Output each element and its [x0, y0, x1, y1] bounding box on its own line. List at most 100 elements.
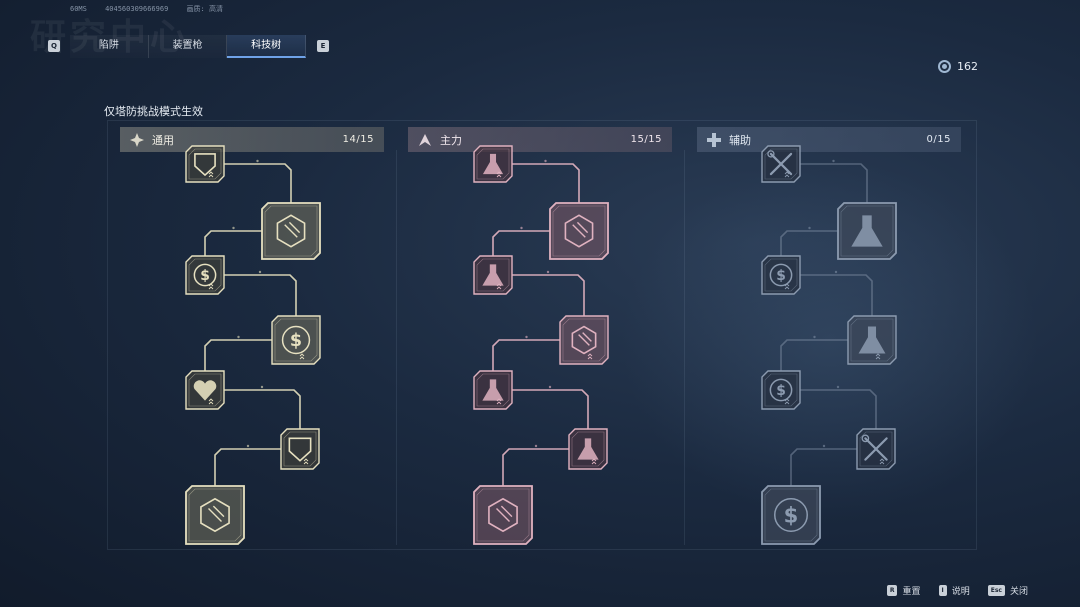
reset-key: R: [886, 585, 898, 596]
level-chevron-icon: [208, 171, 214, 178]
level-chevron-icon: [303, 458, 309, 465]
tech-node-hex[interactable]: [559, 315, 609, 365]
tech-node-flask[interactable]: [837, 202, 897, 260]
column-title: 主力: [440, 133, 462, 147]
tab-traps[interactable]: 陷阱: [70, 35, 149, 58]
connector-marker: [822, 444, 826, 448]
prev-tab-key[interactable]: Q: [48, 40, 60, 52]
tech-node-heart[interactable]: [185, 370, 225, 410]
level-chevron-icon: [879, 458, 885, 465]
tech-node-wrench[interactable]: [856, 428, 896, 470]
reset-action[interactable]: R 重置: [886, 584, 921, 597]
currency-amount: 162: [957, 60, 978, 73]
level-chevron-icon: [784, 171, 790, 178]
column-progress: 14/15: [342, 134, 374, 145]
reset-label: 重置: [902, 587, 921, 597]
tree-connector: [224, 163, 292, 203]
level-chevron-icon: [208, 283, 214, 290]
tech-node-flask[interactable]: [473, 145, 513, 183]
tech-node-core[interactable]: [473, 485, 533, 545]
column-header-general: 通用 14/15: [120, 127, 384, 152]
tree-connector: [512, 389, 589, 429]
connector-marker: [808, 226, 811, 230]
close-key: Esc: [987, 585, 1005, 596]
column-progress: 15/15: [630, 134, 662, 145]
connector-marker: [246, 444, 250, 448]
tree-connector: [224, 389, 301, 429]
connector-marker: [546, 270, 550, 274]
tech-node-core[interactable]: [185, 485, 245, 545]
connector-marker: [520, 226, 523, 230]
tree-connector: [204, 339, 272, 371]
column-header-support: 辅助 0/15: [697, 127, 961, 152]
debug-quality: 画质: 高清: [186, 5, 223, 13]
tech-node-coin-arrow[interactable]: $: [761, 370, 801, 410]
help-key: I: [938, 585, 947, 596]
connector-marker: [256, 159, 259, 163]
next-tab-key[interactable]: E: [317, 40, 329, 52]
connector-marker: [237, 335, 240, 339]
tab-bar: 陷阱 装置枪 科技树: [70, 35, 307, 58]
connector-marker: [832, 159, 835, 163]
svg-text:$: $: [776, 383, 786, 399]
tech-node-wrench[interactable]: [761, 145, 801, 183]
tech-node-flask[interactable]: [473, 370, 513, 410]
plus-icon: [707, 132, 721, 147]
column-divider: [396, 150, 397, 545]
tree-connector: [800, 389, 877, 429]
tech-node-flask[interactable]: [568, 428, 608, 470]
tech-node-hex[interactable]: [549, 202, 609, 260]
connector-marker: [836, 385, 840, 389]
connector-marker: [834, 270, 838, 274]
triangle-icon: [419, 133, 431, 146]
level-chevron-icon: [784, 283, 790, 290]
tree-connector: [780, 230, 838, 256]
tree-connector: [492, 339, 560, 371]
tree-connector: [512, 163, 580, 203]
level-chevron-icon: [299, 353, 305, 360]
coin-icon: [938, 60, 951, 73]
tech-node-coin[interactable]: $: [761, 255, 801, 295]
tech-node-coin-arrow[interactable]: $: [271, 315, 321, 365]
tab-tech-tree[interactable]: 科技树: [227, 35, 307, 58]
connector-marker: [534, 444, 538, 448]
column-progress: 0/15: [926, 134, 951, 145]
column-header-main: 主力 15/15: [408, 127, 672, 152]
tree-connector: [492, 230, 550, 256]
tech-node-shield[interactable]: [280, 428, 320, 470]
tree-connector: [204, 230, 262, 256]
tree-connector: [224, 274, 297, 316]
level-chevron-icon: [587, 353, 593, 360]
connector-marker: [548, 385, 552, 389]
connector-marker: [232, 226, 235, 230]
tab-device-gun[interactable]: 装置枪: [148, 35, 228, 58]
column-title: 通用: [152, 133, 174, 147]
tree-connector: [502, 448, 569, 486]
svg-text:$: $: [200, 268, 210, 284]
help-action[interactable]: I 说明: [938, 584, 970, 597]
column-title: 辅助: [729, 133, 751, 147]
close-action[interactable]: Esc 关闭: [987, 584, 1028, 597]
debug-uid: 404560309666969: [105, 5, 169, 13]
level-chevron-icon: [496, 398, 502, 405]
tree-connector: [790, 448, 857, 486]
tech-node-coin[interactable]: $: [185, 255, 225, 295]
tech-node-coin[interactable]: $: [761, 485, 821, 545]
tech-node-flask[interactable]: [847, 315, 897, 365]
tech-node-shield[interactable]: [185, 145, 225, 183]
tech-node-flask[interactable]: [473, 255, 513, 295]
tree-connector: [780, 339, 848, 371]
debug-fps: 60MS: [70, 5, 87, 13]
debug-info: 60MS 404560309666969 画质: 高清: [70, 4, 237, 14]
level-chevron-icon: [208, 398, 214, 405]
connector-marker: [544, 159, 547, 163]
tech-node-hex[interactable]: [261, 202, 321, 260]
level-chevron-icon: [496, 283, 502, 290]
footer-actions: R 重置 I 说明 Esc 关闭: [886, 584, 1028, 597]
level-chevron-icon: [875, 353, 881, 360]
tech-tree-panel: [107, 120, 977, 550]
connector-marker: [525, 335, 528, 339]
connector-marker: [258, 270, 262, 274]
tree-connector: [214, 448, 281, 486]
